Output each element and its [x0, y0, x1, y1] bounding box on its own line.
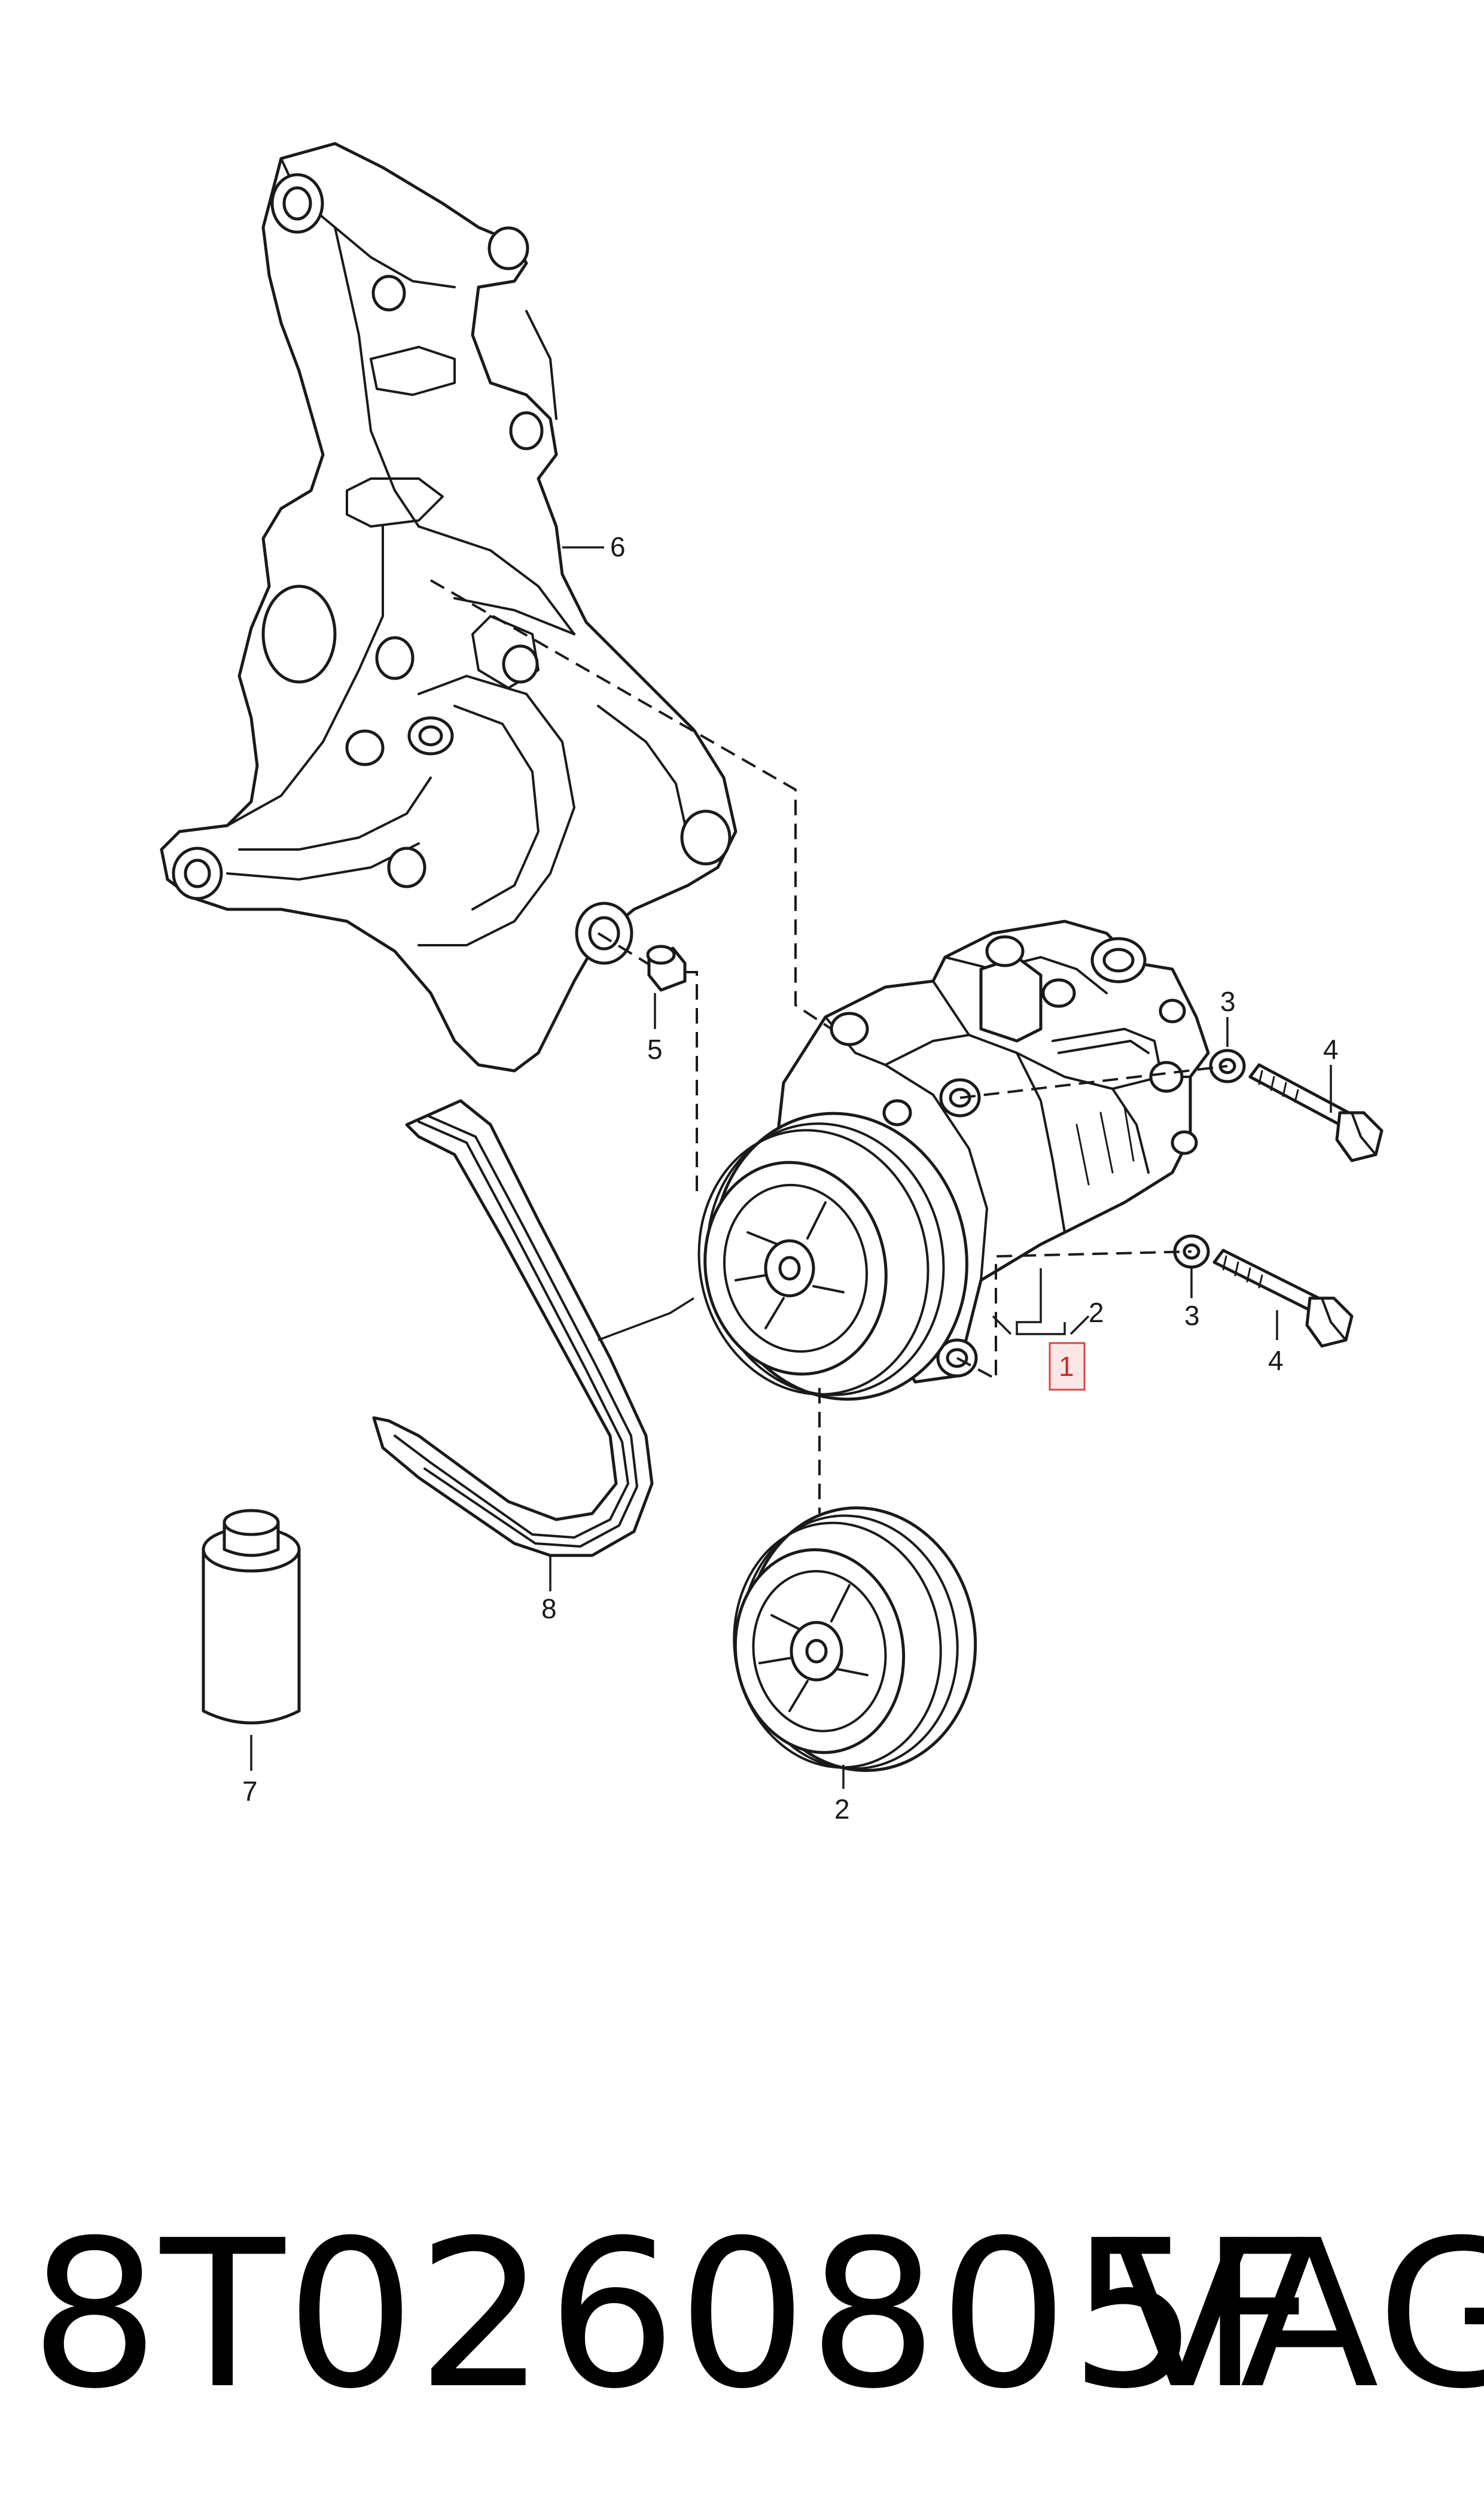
callout-1-highlight [1049, 1342, 1086, 1391]
brand-name: VAG [1113, 2197, 1484, 2434]
callout-4-bottom: 4 [1268, 1345, 1284, 1376]
callout-6: 6 [610, 531, 626, 562]
part-number: 8T0260805F [30, 2197, 1318, 2434]
callout-4-top: 4 [1323, 1034, 1339, 1065]
sleeve [646, 945, 687, 992]
callout-labels: 1 2 2 3 3 4 4 5 6 7 8 [242, 531, 1339, 1825]
compressor-oil-bottle [202, 1509, 301, 1725]
callout-5: 5 [647, 1034, 663, 1065]
pulley [733, 1506, 977, 1772]
assembly-lines [430, 579, 1228, 1514]
callout-3-top: 3 [1220, 986, 1236, 1017]
v-belt [372, 1099, 654, 1557]
callout-2-bottom: 2 [834, 1794, 850, 1825]
callout-7: 7 [242, 1776, 258, 1807]
ac-compressor [697, 919, 1210, 1401]
mounting-bracket [160, 142, 738, 1073]
callout-2-top: 2 [1089, 1297, 1104, 1328]
leader-lines [250, 546, 1332, 1789]
callout-1: 1 [1059, 1351, 1074, 1382]
callout-8: 8 [541, 1593, 557, 1624]
bolt-top [1248, 1063, 1384, 1162]
callout-3-bottom: 3 [1184, 1300, 1200, 1331]
bolt-bottom [1212, 1249, 1354, 1348]
